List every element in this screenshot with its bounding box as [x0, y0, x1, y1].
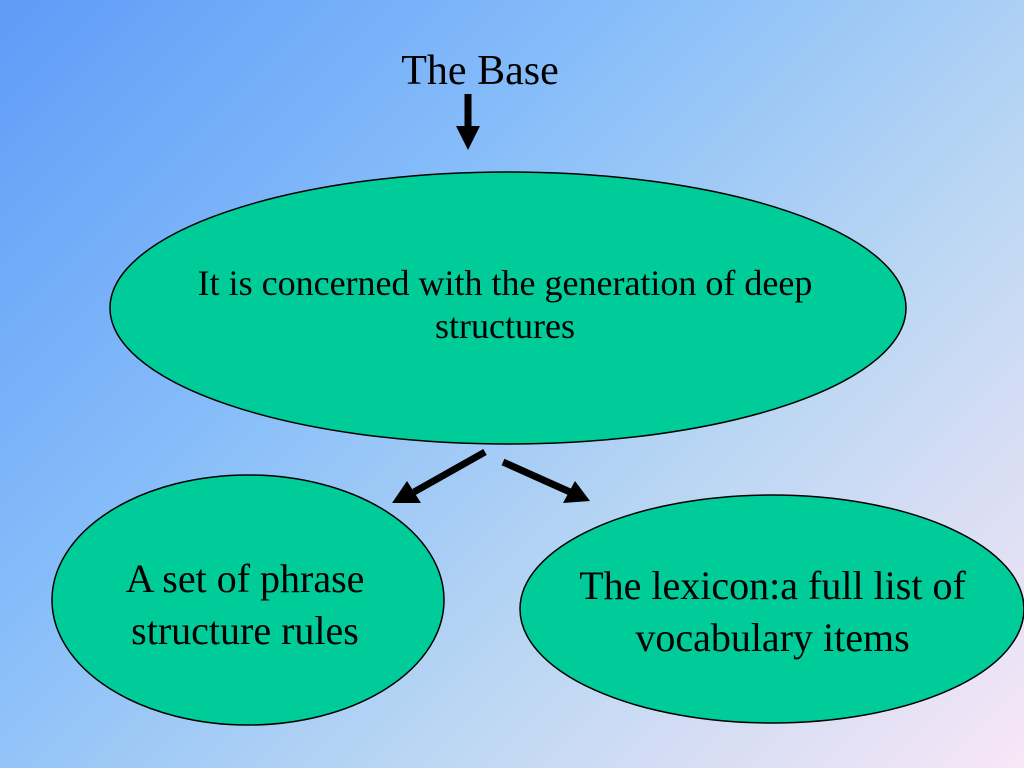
arrow-title-to-top	[456, 94, 480, 150]
node-top-ellipse	[109, 171, 907, 445]
arrow-top-to-left	[392, 448, 487, 503]
node-left-label: A set of phrase structure rules	[125, 556, 365, 653]
node-top-label: It is concerned with the generation of d…	[197, 263, 813, 347]
node-right-ellipse	[519, 494, 1024, 724]
node-right-label: The lexicon:a full list of vocabulary it…	[579, 563, 966, 660]
arrow-top-to-right	[501, 458, 590, 503]
diagram-title: The Base	[401, 48, 559, 94]
node-left-ellipse	[51, 474, 445, 726]
